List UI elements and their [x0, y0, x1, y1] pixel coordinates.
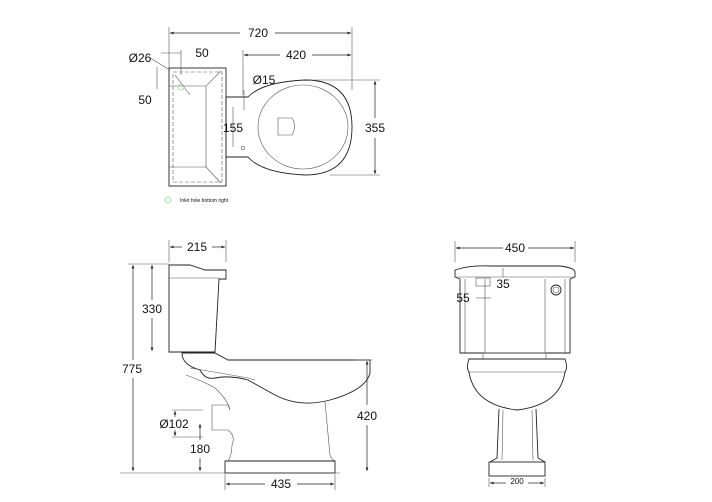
dim-seat-height: 420 — [357, 409, 377, 423]
dim-fixing-hole-spacing: 155 — [223, 121, 243, 135]
top-view: 720 420 50 50 Ø26 Ø15 155 355 Inlet hole… — [129, 26, 386, 204]
dim-base-width: 200 — [510, 477, 524, 486]
dim-bowl-width: 355 — [365, 121, 385, 135]
dim-outlet-height: 180 — [190, 442, 210, 456]
dim-inlet-offset-y: 50 — [138, 93, 152, 107]
dim-inlet-diameter: Ø26 — [129, 51, 152, 65]
dim-outlet-diameter: Ø102 — [159, 417, 189, 431]
dim-button-offset-x: 55 — [456, 291, 470, 305]
dim-button-offset-y: 35 — [496, 277, 510, 291]
inlet-legend-marker — [164, 196, 172, 204]
dim-overall-height: 775 — [122, 362, 142, 376]
side-view: 215 330 775 420 Ø102 180 435 — [120, 240, 377, 491]
dim-bowl-length: 420 — [286, 48, 306, 62]
front-view: 450 35 55 200 — [454, 241, 576, 487]
dim-overall-width: 720 — [248, 26, 268, 40]
dim-base-length: 435 — [271, 477, 291, 491]
dim-inlet-offset-x: 50 — [195, 46, 209, 60]
dim-cistern-depth: 215 — [187, 240, 207, 254]
legend-inlet-hole: Inlet hole bottom right — [180, 198, 229, 204]
flush-button — [550, 284, 562, 296]
dim-fixing-hole-diameter: Ø15 — [253, 73, 276, 87]
dim-cistern-width: 450 — [505, 241, 525, 255]
dim-cistern-height: 330 — [142, 302, 162, 316]
